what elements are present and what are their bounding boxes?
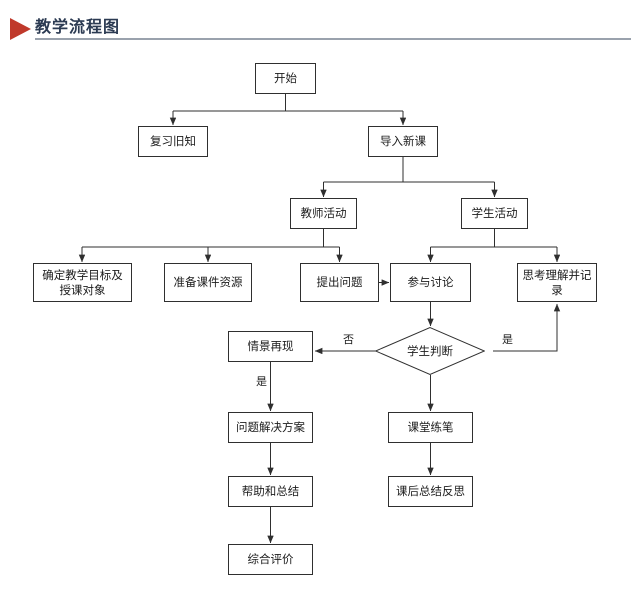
node-teacher-activity[interactable]: 教师活动 xyxy=(290,198,357,229)
node-post-class-reflection[interactable]: 课后总结反思 xyxy=(388,476,473,507)
edge-label-no: 否 xyxy=(342,333,355,346)
page-title: 教学流程图 xyxy=(35,17,121,36)
node-raise-question[interactable]: 提出问题 xyxy=(300,263,379,302)
edge-label-yes-right: 是 xyxy=(501,333,514,346)
header-divider xyxy=(35,38,631,40)
node-classroom-writing[interactable]: 课堂练笔 xyxy=(388,412,473,443)
node-review-old[interactable]: 复习旧知 xyxy=(138,126,208,157)
node-scenario-replay[interactable]: 情景再现 xyxy=(228,331,313,362)
node-help-and-summary[interactable]: 帮助和总结 xyxy=(228,476,313,507)
diamond-shape-icon xyxy=(375,327,485,375)
page-header: 教学流程图 xyxy=(0,0,641,44)
edge-label-yes-down: 是 xyxy=(255,375,268,388)
node-think-and-record[interactable]: 思考理解并记录 xyxy=(517,263,597,302)
node-introduce-lesson[interactable]: 导入新课 xyxy=(368,126,438,157)
node-comprehensive-evaluation[interactable]: 综合评价 xyxy=(228,544,313,575)
node-student-judgment-label: 学生判断 xyxy=(407,344,453,358)
node-join-discussion[interactable]: 参与讨论 xyxy=(390,263,471,302)
node-teaching-objectives[interactable]: 确定教学目标及授课对象 xyxy=(33,263,132,302)
edge-judge-think xyxy=(493,303,561,352)
node-student-judgment[interactable]: 学生判断 xyxy=(375,327,485,375)
node-problem-solution[interactable]: 问题解决方案 xyxy=(228,412,313,443)
flowchart-connectors xyxy=(78,94,561,544)
flowchart-canvas: 开始 复习旧知 导入新课 教师活动 学生活动 确定教学目标及授课对象 准备课件资… xyxy=(0,44,641,601)
node-prepare-resources[interactable]: 准备课件资源 xyxy=(164,263,252,302)
node-start[interactable]: 开始 xyxy=(255,63,316,94)
node-student-activity[interactable]: 学生活动 xyxy=(461,198,528,229)
play-triangle-icon xyxy=(10,18,31,40)
